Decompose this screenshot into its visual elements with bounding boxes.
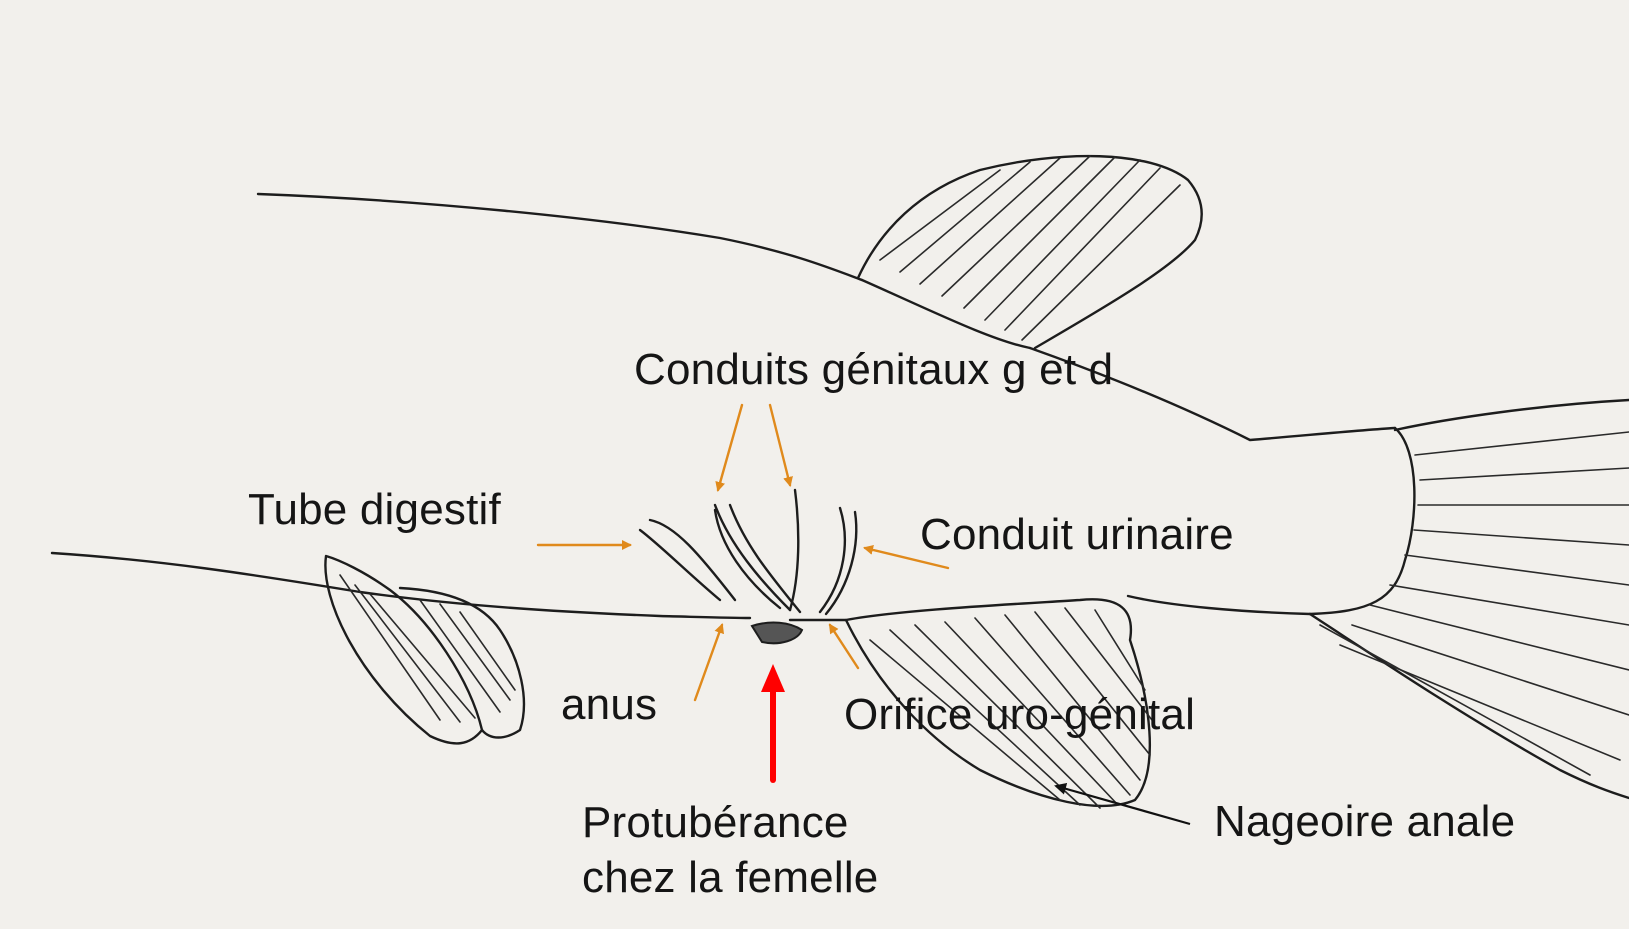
label-protuberance-line2: chez la femelle	[582, 853, 878, 903]
internal-ducts	[640, 490, 856, 614]
dorsal-fin	[858, 156, 1202, 348]
label-nageoire-anale: Nageoire anale	[1214, 797, 1515, 847]
label-conduits-genitaux: Conduits génitaux g et d	[634, 345, 1113, 395]
anal-fin-pointer-arrow	[1056, 786, 1190, 824]
caudal-fin	[1310, 400, 1629, 798]
label-tube-digestif: Tube digestif	[248, 485, 501, 535]
orange-pointer-arrows	[538, 405, 948, 700]
label-anus: anus	[561, 680, 657, 730]
label-protuberance-line1: Protubérance	[582, 798, 849, 848]
red-pointer-arrow	[761, 664, 785, 780]
protuberance-shape	[752, 623, 802, 644]
label-orifice-uro-genital: Orifice uro-génital	[844, 690, 1195, 740]
pelvic-fin	[325, 556, 524, 743]
label-conduit-urinaire: Conduit urinaire	[920, 510, 1234, 560]
